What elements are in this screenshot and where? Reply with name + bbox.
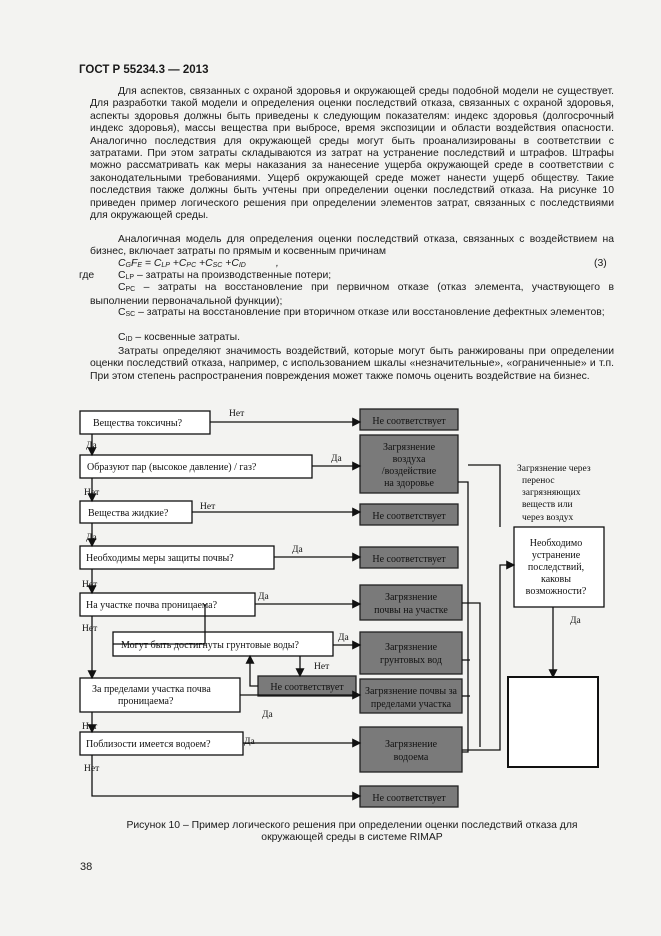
label-no-5: Нет [82,624,98,634]
label-yes-4: Да [292,545,303,555]
caption-line-1: Рисунок 10 – Пример логического решения … [126,820,578,831]
water-label-1: Загрязнение [385,739,438,750]
water-pollution-box [359,726,463,773]
definition-id: CID – косвенные затраты. [118,332,241,343]
question-vapor: Образуют пар (высокое давление) / газ? [87,462,257,473]
paragraph-1: Для аспектов, связанных с охраной здоров… [90,86,614,222]
where-label: где [79,270,95,281]
label-yes-1: Да [86,441,97,451]
ground-label-2: грунтовых вод [380,655,442,666]
soil-label-1: Загрязнение [385,592,438,603]
question-soil-protection: Необходимы меры защиты почвы? [86,553,234,564]
nc-label-4: Не соответствует [270,682,344,693]
offsite-label-1: Загрязнение почвы за [365,686,458,697]
definition-sc: CSC – затраты на восстановление при втор… [118,307,605,318]
definition-pc: CPC – затраты на восстановление при перв… [90,282,614,308]
label-yes-2: Да [331,454,342,464]
fix-label-4: каковы [541,574,571,585]
label-no-8: Нет [84,764,100,774]
question-offsite-line-1: За пределами участка почва [92,684,211,695]
note-line-2: перенос [522,476,555,486]
air-label-3: /воздействие [382,466,437,477]
paragraph-2: Аналогичная модель для определения оценк… [90,234,614,258]
formula-number: (3) [594,258,607,269]
nc-label-1: Не соответствует [372,416,446,427]
label-no-2: Нет [84,488,100,498]
formula: CGFE = CLP +CPC +CSC +CID, [118,258,279,269]
page-number: 38 [80,861,93,873]
nc-label-2: Не соответствует [372,511,446,522]
air-label-1: Загрязнение [383,442,436,453]
label-no-3: Нет [200,502,216,512]
nc-label-5: Не соответствует [372,793,446,804]
label-yes-9: Да [570,616,581,626]
label-yes-6: Да [338,633,349,643]
question-liquid: Вещества жидкие? [88,508,169,519]
offsite-label-2: пределами участка [371,699,452,710]
label-yes-7: Да [262,710,273,720]
air-label-4: на здоровье [384,478,434,489]
definition-lp: CLP – затраты на производственные потери… [118,270,332,281]
label-yes-8: Да [244,737,255,747]
ground-label-1: Загрязнение [385,642,438,653]
label-no-6: Нет [314,662,330,672]
fix-label-3: последствий, [528,562,584,573]
label-yes-3: Да [86,533,97,543]
note-line-1: Загрязнение через [517,464,591,474]
question-offsite-line-2: проницаема? [118,696,174,707]
note-line-5: через воздух [522,513,574,523]
label-no-1: Нет [229,409,245,419]
fix-label-5: возможности? [526,586,587,597]
soil-label-2: почвы на участке [374,605,448,616]
question-soil-permeable: На участке почва проницаема? [86,600,218,611]
water-label-2: водоема [394,752,429,763]
label-yes-5: Да [258,592,269,602]
remediation-box [513,526,605,608]
fix-label-1: Необходимо [530,538,582,549]
label-no-7: Нет [82,722,98,732]
question-groundwater: Могут быть достигнуты грунтовые воды? [121,640,300,651]
paragraph-3: Затраты определяют значимость воздействи… [90,346,614,382]
question-toxic: Вещества токсичны? [93,418,183,429]
air-label-2: воздуха [393,454,426,465]
question-box-offsite [79,677,241,713]
fix-label-2: устранение [532,550,581,561]
empty-result-box [507,676,599,768]
figure-caption: Рисунок 10 – Пример логического решения … [90,820,614,845]
note-line-3: загрязняющих [522,488,581,498]
note-line-4: веществ или [522,500,573,510]
flowchart-figure: Вещества токсичны? Образуют пар (высокое… [79,408,605,808]
groundwater-pollution-box [359,631,463,675]
question-water-body: Поблизости имеется водоем? [86,739,211,750]
document-header: ГОСТ Р 55234.3 — 2013 [79,64,209,76]
label-no-4: Нет [82,580,98,590]
nc-label-3: Не соответствует [372,554,446,565]
caption-line-2: окружающей среды в системе RIMAP [261,832,443,844]
soil-pollution-box [359,584,463,621]
